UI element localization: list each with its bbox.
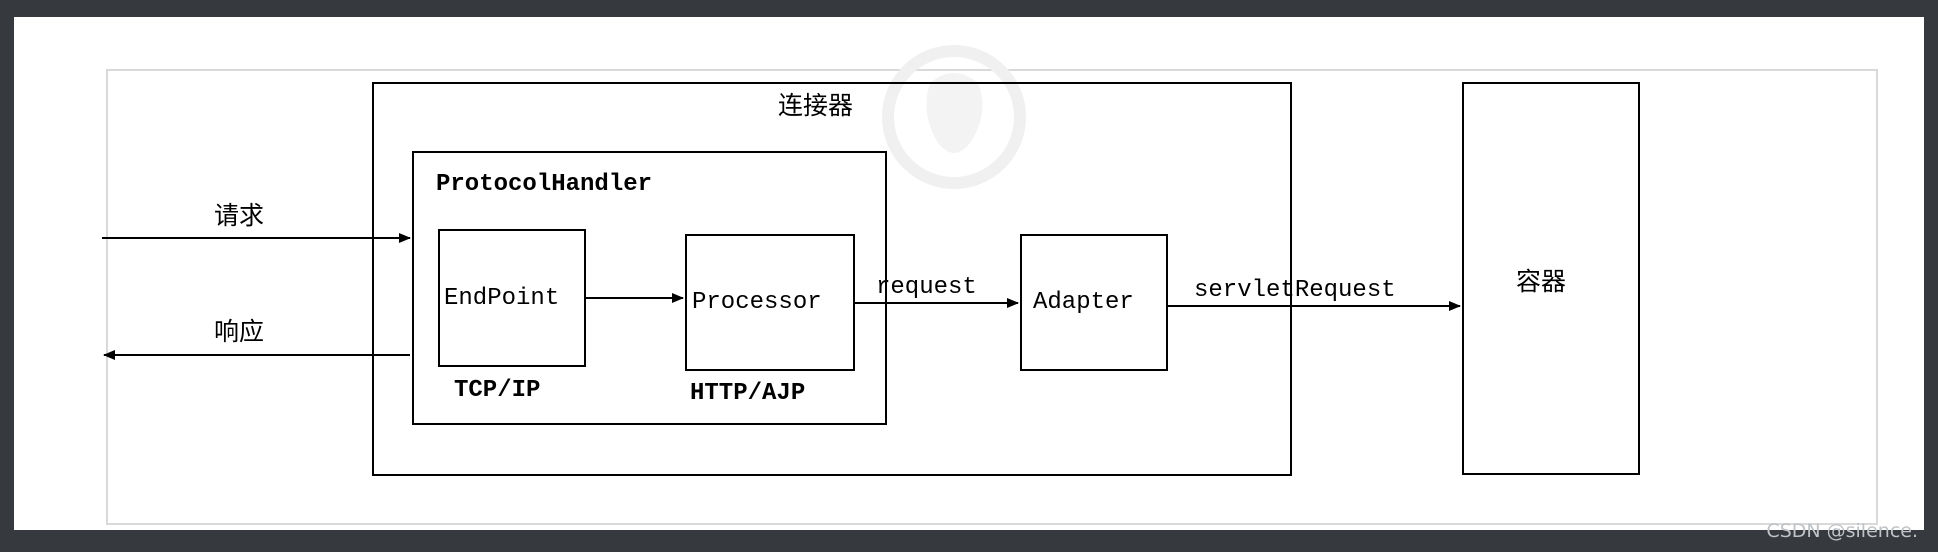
processor-label: Processor	[692, 289, 822, 316]
watermark-logo-icon	[882, 45, 1026, 189]
tcp-ip-label: TCP/IP	[454, 377, 541, 404]
diagram-canvas: 连接器 ProtocolHandler EndPoint TCP/IP Proc…	[14, 17, 1924, 530]
adapter-box	[1020, 234, 1168, 371]
footer-credit: CSDN @silence.	[1766, 520, 1918, 542]
adapter-label: Adapter	[1033, 289, 1134, 316]
endpoint-box	[438, 229, 586, 367]
container-label: 容器	[1516, 267, 1567, 296]
http-ajp-label: HTTP/AJP	[690, 380, 806, 407]
processor-box	[685, 234, 855, 371]
request-label: request	[876, 274, 977, 301]
request-cn-label: 请求	[214, 201, 265, 230]
protocol-handler-box	[412, 151, 887, 425]
arrows-layer	[102, 233, 1461, 360]
connector-label: 连接器	[778, 91, 854, 120]
response-cn-label: 响应	[214, 317, 265, 346]
protocol-handler-label: ProtocolHandler	[436, 171, 653, 198]
connector-box	[372, 82, 1292, 476]
servlet-request-label: servletRequest	[1194, 277, 1396, 304]
container-box	[1462, 82, 1640, 475]
endpoint-label: EndPoint	[444, 285, 560, 312]
